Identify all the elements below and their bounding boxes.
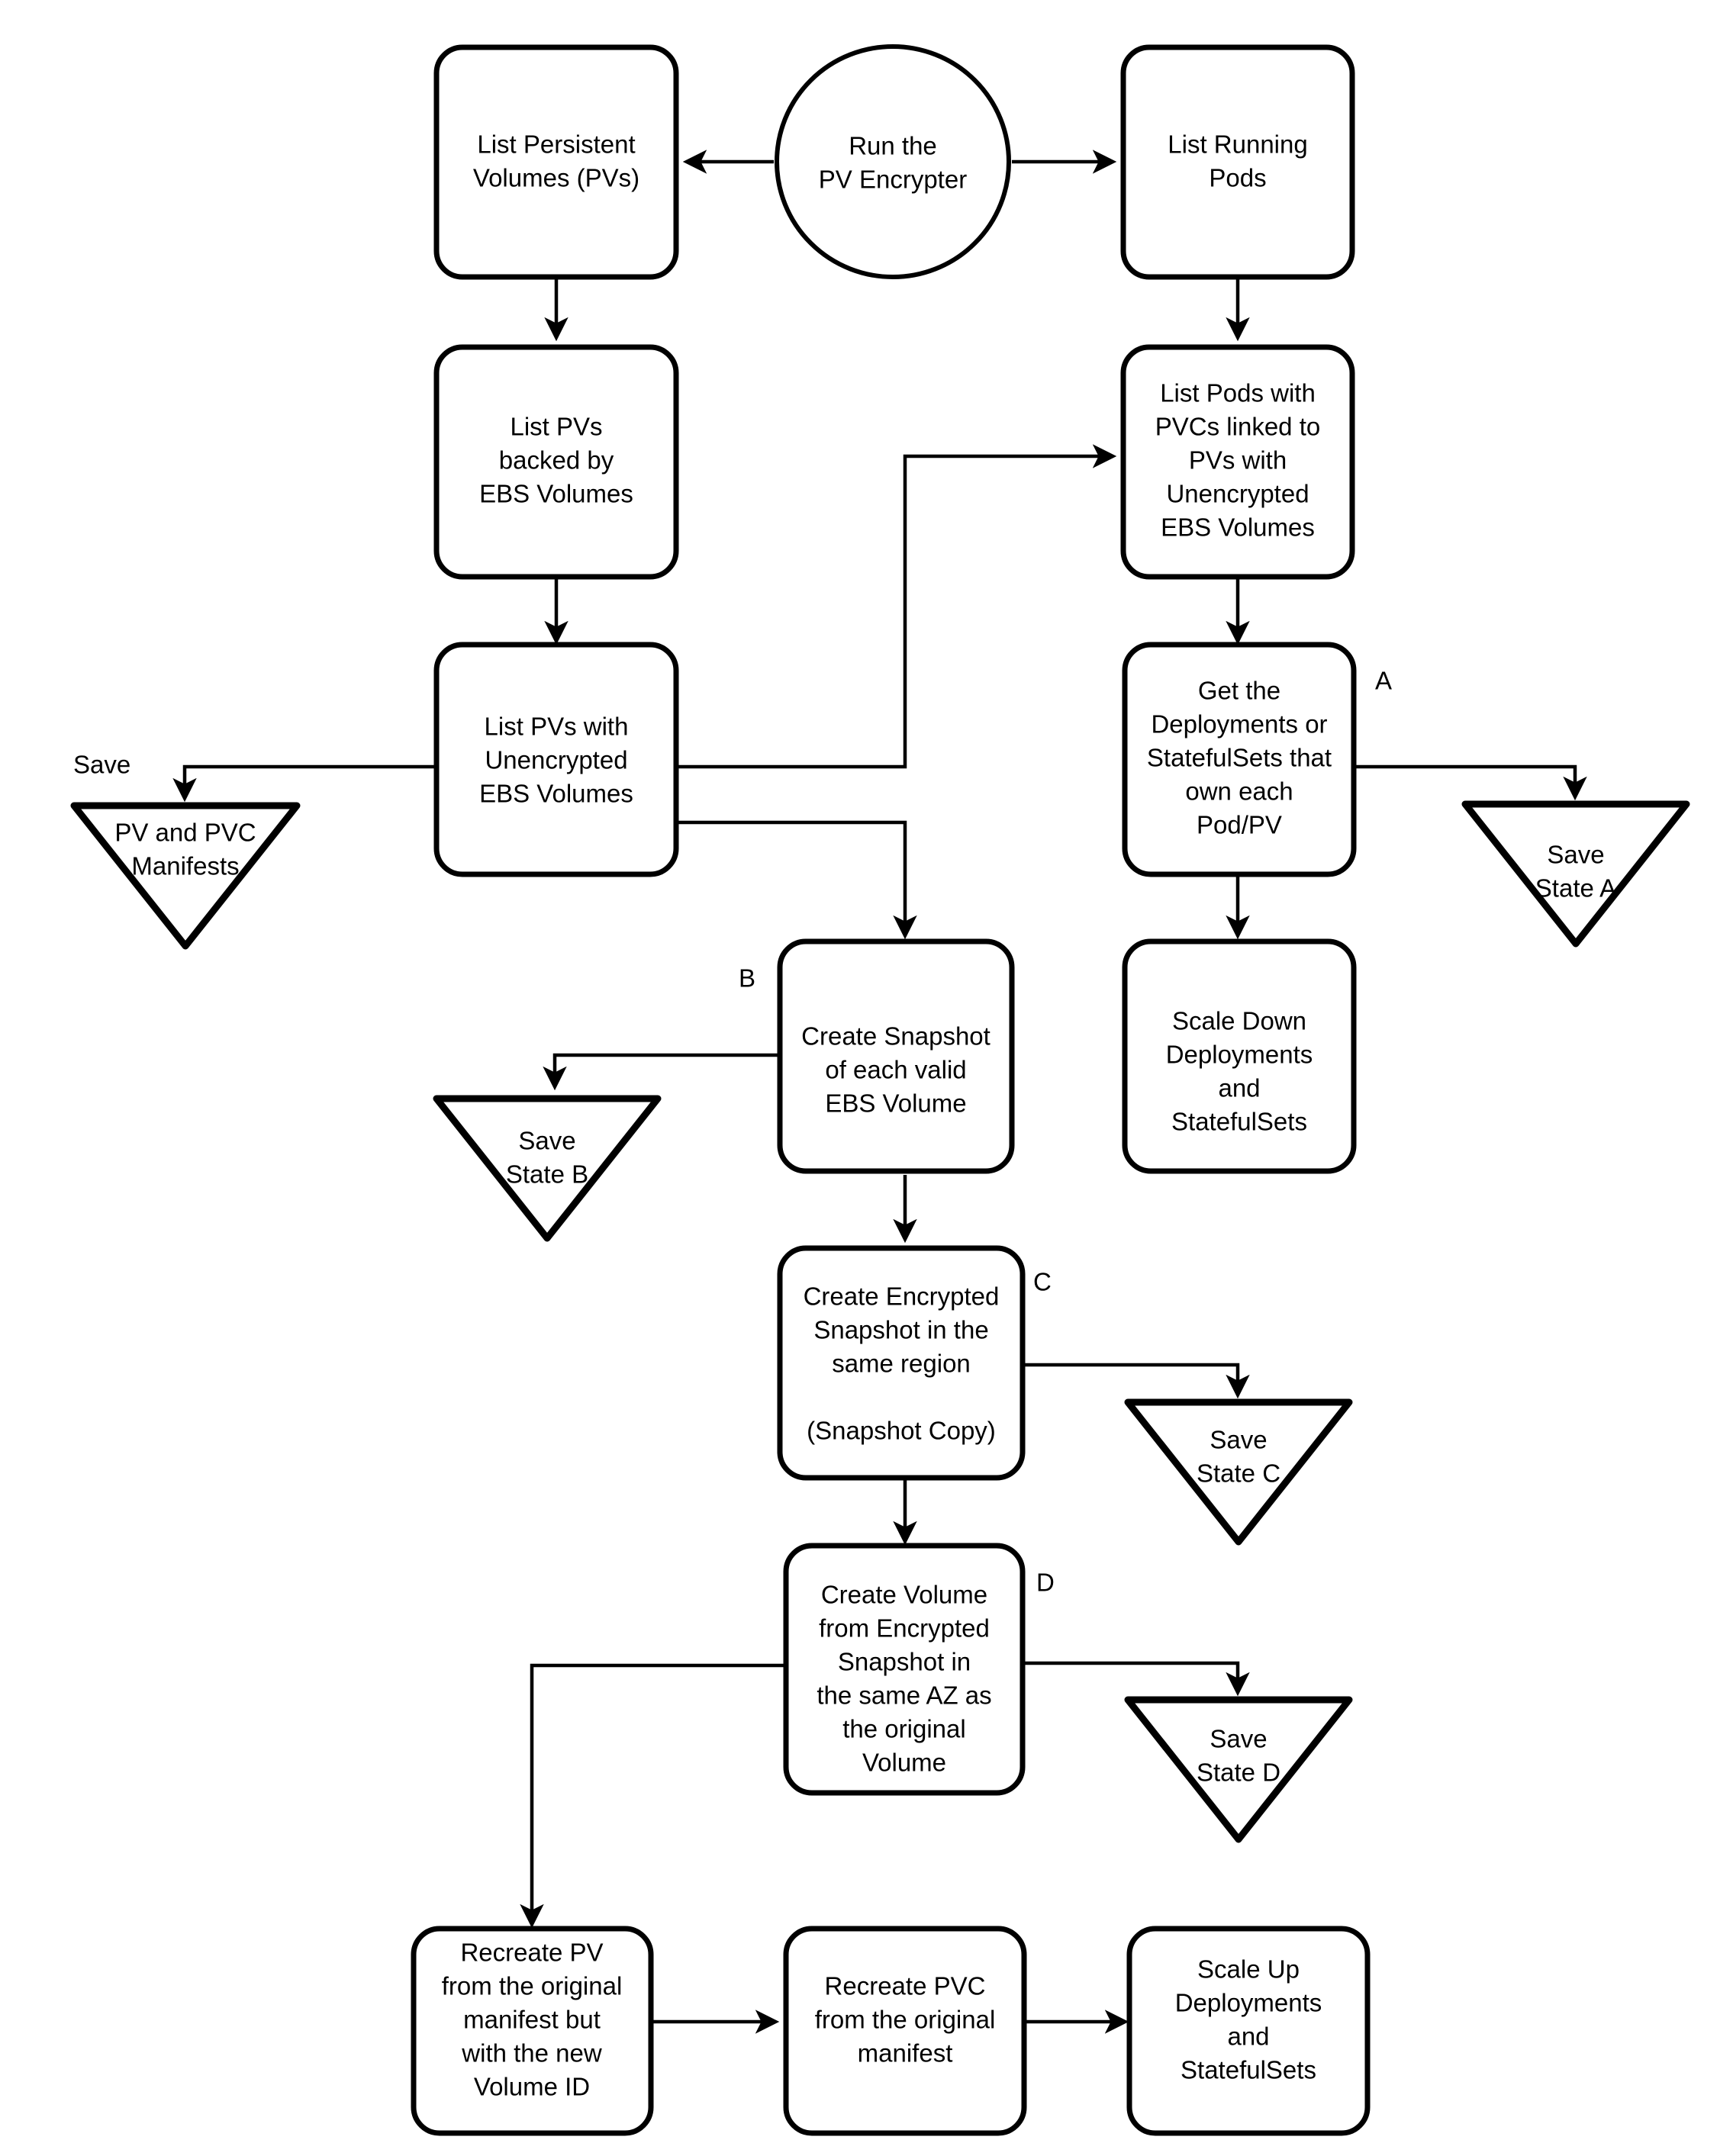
artifact-save-state-b[interactable]: Save State B [433,1095,662,1242]
node-label-get-deploy-line3: StatefulSets that [1147,744,1332,772]
node-label-create-volume-line1: Create Volume [821,1581,987,1609]
node-label-enc-snapshot-line1: Create Encrypted [804,1282,1000,1311]
node-label-get-deploy-line1: Get the [1198,677,1280,705]
edge-create-volume-to-save-state-d [1023,1661,1250,1697]
node-label-run-encrypter-line1: Run the [849,132,937,160]
node-label-scale-up-line1: Scale Up [1197,1955,1300,1984]
node-label-pvs-unenc-line3: EBS Volumes [479,780,633,808]
edge-pvs-unencrypted-to-pods-pvcs [676,444,1117,769]
node-recreate-pv[interactable]: Recreate PV from the original manifest b… [411,1926,654,2136]
node-list-pvs-unencrypted[interactable]: List PVs with Unencrypted EBS Volumes [433,642,679,877]
node-label-create-snapshot-line1: Create Snapshot [801,1022,991,1051]
node-label-recreate-pv-line4: with the new [461,2039,602,2068]
node-label-scale-down-line1: Scale Down [1172,1007,1306,1035]
node-label-pods-pvcs-line3: PVs with [1189,446,1287,475]
node-label-pvs-ebs-line1: List PVs [510,413,602,441]
node-label-recreate-pv-line3: manifest but [463,2006,601,2034]
node-create-volume-from-snapshot[interactable]: Create Volume from Encrypted Snapshot in… [783,1543,1026,1796]
edge-get-deployments-to-save-state-a [1354,764,1587,801]
node-label-scale-down-line3: and [1218,1074,1260,1102]
node-label-run-encrypter-line2: PV Encrypter [819,166,967,194]
node-label-pods-pvcs-line4: Unencrypted [1166,480,1309,508]
node-label-running-pods-line2: Pods [1209,164,1266,192]
node-label-pods-pvcs-line2: PVCs linked to [1155,413,1320,441]
edge-label-c: C [1033,1268,1052,1296]
edge-encrypted-snapshot-to-save-state-c [1023,1363,1250,1399]
node-label-scale-up-line3: and [1227,2022,1269,2051]
edges-layer [172,150,1587,2034]
node-scale-up-deployments[interactable]: Scale Up Deployments and StatefulSets [1126,1926,1371,2136]
node-recreate-pvc[interactable]: Recreate PVC from the original manifest [783,1926,1027,2136]
edge-label-d: D [1036,1569,1055,1597]
node-list-pvs-backed-by-ebs[interactable]: List PVs backed by EBS Volumes [433,344,679,580]
edge-pvs-unencrypted-to-manifests [172,764,436,803]
node-label-get-deploy-line4: own each [1185,777,1293,806]
node-list-running-pods[interactable]: List Running Pods [1120,44,1355,280]
node-run-pv-encrypter[interactable]: Run the PV Encrypter [775,44,1011,279]
node-label-create-volume-line6: Volume [862,1749,946,1777]
artifact-label-manifests-line2: Manifests [131,852,239,880]
edge-pvs-unencrypted-to-create-snapshot [676,820,917,940]
node-scale-down-deployments[interactable]: Scale Down Deployments and StatefulSets [1122,938,1357,1174]
artifact-label-manifests-line1: PV and PVC [114,819,256,847]
node-label-pods-pvcs-line1: List Pods with [1160,379,1316,407]
artifact-label-state-b-line1: Save [518,1127,575,1155]
node-label-create-volume-line3: Snapshot in [838,1648,971,1676]
edge-create-snapshot-to-save-state-b [543,1053,780,1091]
edge-labels-layer: Save A B C D [73,667,1392,1597]
node-label-pvs-unenc-line2: Unencrypted [485,746,627,774]
node-label-running-pods-line1: List Running [1168,130,1307,159]
artifact-pv-pvc-manifests[interactable]: PV and PVC Manifests [70,802,301,950]
node-label-enc-snapshot-line5: (Snapshot Copy) [807,1417,996,1445]
edge-label-b: B [739,964,755,993]
artifact-label-state-d-line2: State D [1197,1759,1280,1787]
node-list-pods-with-pvcs[interactable]: List Pods with PVCs linked to PVs with U… [1120,344,1355,580]
node-label-create-snapshot-line3: EBS Volume [825,1089,966,1118]
node-label-create-volume-line4: the same AZ as [817,1681,991,1710]
node-label-pvs-ebs-line3: EBS Volumes [479,480,633,508]
node-label-recreate-pv-line5: Volume ID [474,2073,590,2101]
node-label-list-pvs-line2: Volumes (PVs) [473,164,639,192]
node-label-recreate-pvc-line1: Recreate PVC [825,1972,986,2000]
node-label-recreate-pvc-line2: from the original [815,2006,996,2034]
node-label-pods-pvcs-line5: EBS Volumes [1161,513,1315,542]
node-label-scale-down-line2: Deployments [1166,1041,1313,1069]
node-create-snapshot[interactable]: Create Snapshot of each valid EBS Volume [777,938,1015,1174]
node-label-create-volume-line5: the original [842,1715,965,1743]
artifact-label-state-a-line2: State A [1535,874,1616,903]
artifact-save-state-d[interactable]: Save State D [1124,1696,1353,1843]
node-label-get-deploy-line2: Deployments or [1151,710,1327,739]
node-label-get-deploy-line5: Pod/PV [1197,811,1282,839]
node-label-scale-up-line2: Deployments [1175,1989,1322,2017]
artifact-label-state-c-line1: Save [1210,1426,1267,1454]
node-label-pvs-unenc-line1: List PVs with [485,713,629,741]
artifact-label-state-a-line1: Save [1547,841,1604,869]
edge-create-volume-to-recreate-pv [520,1663,786,1929]
node-label-enc-snapshot-line2: Snapshot in the [813,1316,988,1344]
edge-label-save: Save [73,751,130,779]
node-list-persistent-volumes[interactable]: List Persistent Volumes (PVs) [433,44,679,280]
node-label-recreate-pvc-line3: manifest [858,2039,953,2068]
node-label-recreate-pv-line1: Recreate PV [460,1939,603,1967]
node-create-encrypted-snapshot[interactable]: Create Encrypted Snapshot in the same re… [777,1245,1026,1481]
node-label-create-snapshot-line2: of each valid [825,1056,966,1084]
artifact-save-state-c[interactable]: Save State C [1124,1398,1353,1546]
node-label-scale-down-line4: StatefulSets [1171,1108,1307,1136]
artifact-label-state-c-line2: State C [1197,1459,1280,1488]
edge-label-a: A [1375,667,1392,695]
node-label-enc-snapshot-line3: same region [832,1350,971,1378]
node-get-deployments-statefulsets[interactable]: Get the Deployments or StatefulSets that… [1122,642,1357,877]
node-label-scale-up-line4: StatefulSets [1181,2056,1316,2084]
node-label-list-pvs-line1: List Persistent [477,130,635,159]
node-label-recreate-pv-line2: from the original [442,1972,623,2000]
artifact-label-state-b-line2: State B [506,1160,588,1189]
artifact-label-state-d-line1: Save [1210,1725,1267,1753]
node-label-create-volume-line2: from Encrypted [819,1614,990,1643]
node-label-pvs-ebs-line2: backed by [499,446,614,475]
artifact-save-state-a[interactable]: Save State A [1461,800,1690,948]
